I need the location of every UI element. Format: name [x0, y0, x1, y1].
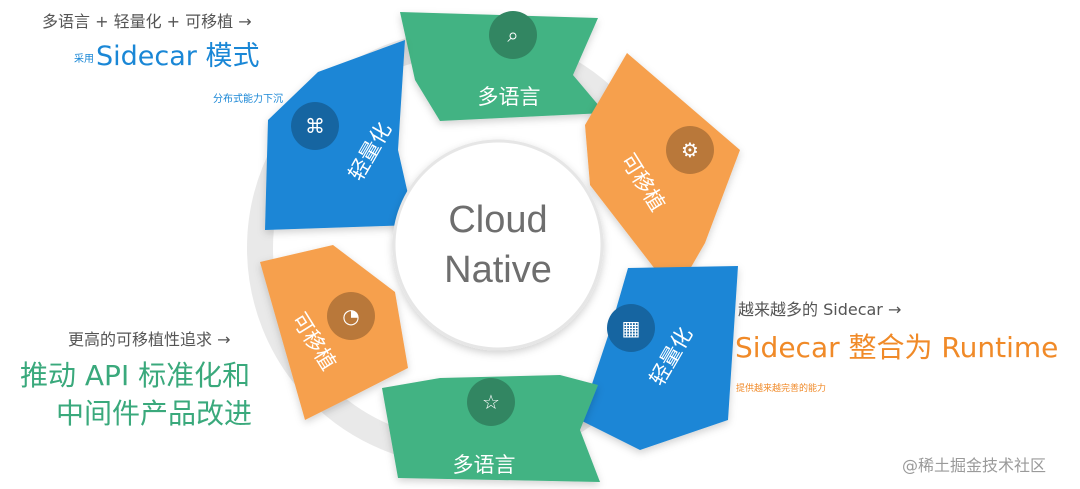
right-subtitle: 越来越多的 Sidecar →	[738, 300, 902, 319]
segment-badge-top	[489, 11, 537, 59]
watermark: @稀土掘金技术社区	[902, 456, 1047, 475]
bottom-left-title-line2: 中间件产品改进	[56, 397, 253, 430]
bottom-left-subtitle: 更高的可移植性追求 →	[68, 330, 231, 349]
segment-label-top: 多语言	[478, 85, 541, 109]
top-left-subtitle: 多语言 + 轻量化 + 可移植 →	[42, 12, 252, 31]
right-note: 提供越来越完善的能力	[736, 384, 827, 394]
network-nodes-icon: ⌘	[305, 114, 325, 138]
segment-badge-left-top	[291, 102, 339, 150]
monitor-gear-icon: ⚙	[681, 138, 699, 162]
segment-left-bottom: ◔可移植	[260, 245, 408, 420]
segment-shape-top	[400, 12, 605, 121]
center-text-line1: Cloud	[448, 199, 547, 241]
chip-icon: ▦	[622, 316, 641, 340]
segment-badge-right-top	[666, 126, 714, 174]
center-circle	[392, 139, 604, 351]
segment-left-top: ⌘轻量化	[265, 40, 415, 230]
segment-top: ⌕ 多语言	[400, 11, 605, 121]
browser-search-icon: ⌕	[507, 23, 518, 47]
segment-right-top: ⚙可移植	[585, 53, 740, 295]
bottom-left-title-line1: 推动 API 标准化和	[20, 359, 251, 392]
segment-right-bottom: ▦轻量化	[580, 266, 738, 450]
segment-badge-bottom	[467, 378, 515, 426]
top-left-title: Sidecar 模式	[96, 41, 260, 72]
segment-badge-right-bottom	[607, 304, 655, 352]
top-left-prefix: 采用	[74, 54, 94, 65]
segment-bottom: ☆ 多语言	[382, 375, 600, 482]
top-left-note: 分布式能力下沉	[213, 94, 283, 105]
segment-badge-left-bottom	[327, 292, 375, 340]
segment-label-bottom: 多语言	[453, 453, 516, 477]
segment-shape-right-top	[585, 53, 740, 295]
clipboard-star-icon: ☆	[482, 390, 500, 414]
satellite-dish-icon: ◔	[342, 304, 359, 328]
center-text-line2: Native	[444, 249, 552, 291]
segment-shape-bottom	[382, 375, 600, 482]
segment-shape-left-top	[265, 40, 415, 230]
right-title: Sidecar 整合为 Runtime	[735, 331, 1059, 364]
